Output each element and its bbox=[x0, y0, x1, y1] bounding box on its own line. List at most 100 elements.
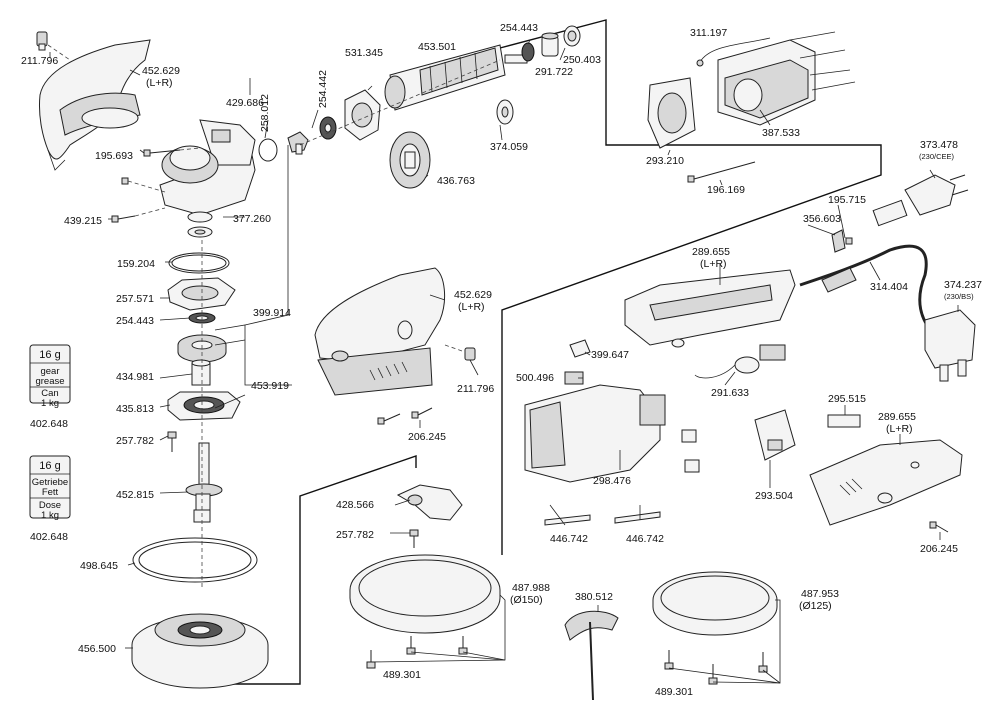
label-453919: 453.919 bbox=[251, 380, 289, 392]
label-257782-a: 257.782 bbox=[116, 435, 154, 447]
can2-line3: Dose bbox=[39, 500, 61, 511]
screw-439215 bbox=[111, 177, 166, 223]
screws-206245-mid bbox=[377, 407, 433, 425]
plate-257571 bbox=[167, 277, 236, 311]
bearing-flange-435813 bbox=[167, 391, 241, 421]
label-373478: 373.478 bbox=[920, 139, 958, 151]
cable-311197 bbox=[696, 37, 771, 67]
motor-housing-452629 bbox=[314, 267, 446, 396]
label-387533: 387.533 bbox=[762, 127, 800, 139]
screw-257782-left bbox=[167, 431, 177, 452]
handle-half-289655 bbox=[624, 269, 796, 348]
axis-line-shaft bbox=[299, 59, 501, 146]
label-452629-b: 452.629 bbox=[454, 289, 492, 301]
label-487988: 487.988 bbox=[512, 582, 550, 594]
gear-ring-456500 bbox=[131, 613, 269, 689]
pinion-gear bbox=[287, 131, 309, 155]
plug-374237 bbox=[924, 309, 976, 382]
gear-housing-429686 bbox=[159, 119, 256, 216]
stator-387533 bbox=[717, 39, 816, 126]
label-374059: 374.059 bbox=[490, 141, 528, 153]
label-373478-sub: (230/CEE) bbox=[919, 152, 955, 161]
screw-196169 bbox=[687, 161, 756, 183]
can2-line4: 1 kg bbox=[41, 510, 59, 521]
strips-446742 bbox=[544, 511, 661, 526]
label-289655-a: 289.655 bbox=[692, 246, 730, 258]
label-434981: 434.981 bbox=[116, 371, 154, 383]
label-195715: 195.715 bbox=[828, 194, 866, 206]
handle-half-289655-b bbox=[809, 439, 963, 526]
label-293504: 293.504 bbox=[755, 490, 793, 502]
o-ring-159204 bbox=[168, 252, 230, 274]
rear-housing-298476 bbox=[524, 384, 666, 483]
lock-washer-377260 bbox=[187, 211, 213, 238]
label-489301-a: 489.301 bbox=[383, 669, 421, 681]
can2-weight: 16 g bbox=[39, 460, 60, 472]
label-452629-b-sub: (L+R) bbox=[458, 301, 485, 313]
screw-257782-mid bbox=[409, 529, 419, 548]
grease-can-1: 16 g gear grease Can 1 kg bbox=[29, 344, 71, 409]
sleeve-291722 bbox=[541, 32, 559, 57]
backing-plate-487953 bbox=[652, 571, 778, 636]
label-311197: 311.197 bbox=[690, 27, 727, 39]
label-456500: 456.500 bbox=[78, 643, 116, 655]
backing-plate-487988 bbox=[349, 554, 501, 634]
label-377260: 377.260 bbox=[233, 213, 271, 225]
label-291633: 291.633 bbox=[711, 387, 749, 399]
label-298476: 298.476 bbox=[593, 475, 631, 487]
label-531345: 531.345 bbox=[345, 47, 383, 59]
label-257571: 257.571 bbox=[116, 293, 154, 305]
pin-spanner-380512 bbox=[564, 610, 619, 701]
can1-line2: grease bbox=[35, 376, 64, 387]
power-cord-314404 bbox=[799, 199, 937, 337]
label-159204: 159.204 bbox=[117, 258, 155, 270]
bearing-plate-531345 bbox=[344, 89, 381, 141]
can1-line4: 1 kg bbox=[41, 398, 59, 409]
label-500496: 500.496 bbox=[516, 372, 554, 384]
gear-cover-452629 bbox=[39, 39, 151, 171]
can1-weight: 16 g bbox=[39, 349, 60, 361]
label-211796-b: 211.796 bbox=[457, 383, 494, 395]
label-487953-sub: (Ø125) bbox=[799, 600, 832, 612]
washer-374059 bbox=[496, 99, 514, 125]
label-289655-a-sub: (L+R) bbox=[700, 258, 727, 270]
bearing-254442 bbox=[319, 116, 337, 140]
label-374237: 374.237 bbox=[944, 279, 982, 291]
part-labels: 211.796 452.629 (L+R) 429.686 258.012 25… bbox=[21, 22, 982, 698]
plug-373478 bbox=[904, 174, 969, 216]
label-250403: 250.403 bbox=[563, 54, 601, 66]
capacitor-291633 bbox=[694, 344, 786, 379]
label-428566: 428.566 bbox=[336, 499, 374, 511]
label-196169: 196.169 bbox=[707, 184, 745, 196]
screws-489301-mid bbox=[366, 636, 468, 669]
can1-line1: gear bbox=[40, 366, 59, 377]
label-446742-a: 446.742 bbox=[550, 533, 588, 545]
label-498645: 498.645 bbox=[80, 560, 118, 572]
label-402648-a: 402.648 bbox=[30, 418, 68, 430]
label-374237-sub: (230/BS) bbox=[944, 292, 974, 301]
label-439215: 439.215 bbox=[64, 215, 102, 227]
bearing-254443-top bbox=[521, 42, 535, 62]
label-356603: 356.603 bbox=[803, 213, 841, 225]
label-257782-b: 257.782 bbox=[336, 529, 374, 541]
can1-line3: Can bbox=[41, 388, 58, 399]
label-487988-sub: (Ø150) bbox=[510, 594, 543, 606]
label-254442: 254.442 bbox=[317, 70, 329, 108]
wires-stator bbox=[789, 31, 856, 91]
label-258012: 258.012 bbox=[259, 94, 271, 132]
label-436763: 436.763 bbox=[437, 175, 475, 187]
baffle-293210 bbox=[647, 77, 696, 149]
label-206245-b: 206.245 bbox=[920, 543, 958, 555]
label-489301-b: 489.301 bbox=[655, 686, 693, 698]
armature-453501 bbox=[384, 44, 528, 111]
fan-436763 bbox=[389, 131, 431, 189]
label-289655-b-sub: (L+R) bbox=[886, 423, 913, 435]
cap-250403 bbox=[563, 25, 581, 47]
label-254443-a: 254.443 bbox=[500, 22, 538, 34]
label-254443-b: 254.443 bbox=[116, 315, 154, 327]
label-293210: 293.210 bbox=[646, 155, 684, 167]
o-ring-258012 bbox=[258, 138, 278, 162]
leader-lines bbox=[49, 39, 959, 684]
